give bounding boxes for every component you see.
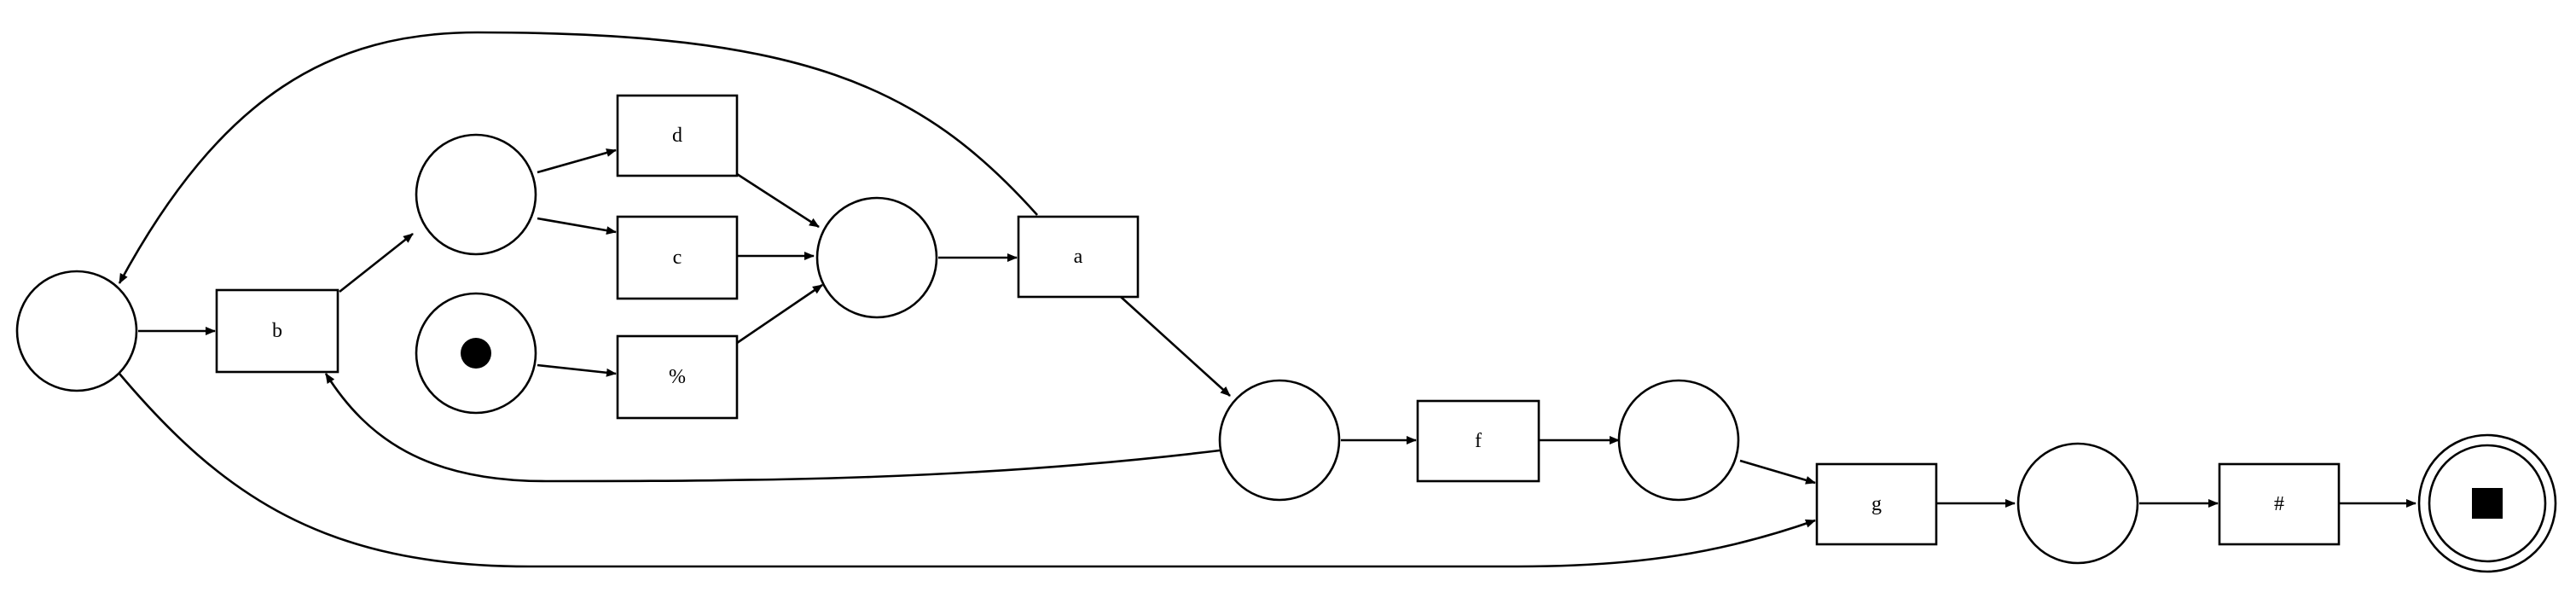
final-marking-square-icon: [2472, 488, 2503, 519]
transition-g-label: g: [1871, 493, 1882, 515]
place-after-g: [2016, 442, 2139, 565]
place-after-a: [1218, 379, 1341, 502]
place-start-loop: [15, 270, 138, 392]
transition-pct: %: [616, 334, 739, 420]
arcs: [118, 31, 2416, 568]
place-after-b: [415, 133, 537, 256]
transition-d: d: [616, 94, 739, 177]
places: [15, 133, 2557, 573]
arc-a-to-p-after-a: [1120, 296, 1231, 397]
transition-g: g: [1815, 462, 1938, 546]
arc-p-after-b-to-c: [537, 217, 617, 235]
transition-c-label: c: [673, 247, 682, 269]
arc-p-after-b-to-d: [537, 148, 617, 174]
arc-start-loop-to-g: [119, 373, 1816, 568]
place-final: [2417, 433, 2557, 573]
transition-c: c: [616, 215, 739, 300]
token-icon: [461, 338, 491, 369]
transitions: b d c % a f g #: [215, 94, 2341, 546]
arc-p-after-f-to-g: [1739, 459, 1816, 485]
transition-hash: #: [2218, 462, 2341, 546]
transition-b-label: b: [272, 320, 282, 342]
transition-pct-label: %: [669, 366, 686, 388]
place-join: [815, 196, 938, 319]
arc-initial-to-pct: [537, 363, 617, 377]
arc-a-to-start-loop: [118, 31, 1038, 284]
transition-b: b: [215, 288, 339, 374]
transition-a-label: a: [1074, 246, 1083, 268]
place-initial: [415, 292, 537, 415]
transition-hash-label: #: [2274, 493, 2284, 515]
arc-b-to-p-after-b: [339, 232, 414, 293]
transition-f: f: [1416, 399, 1540, 483]
transition-f-label: f: [1475, 430, 1482, 452]
arc-p-after-a-to-b: [324, 373, 1221, 483]
transition-a: a: [1017, 215, 1140, 299]
arc-d-to-join: [736, 172, 820, 229]
transition-d-label: d: [672, 125, 682, 147]
place-after-f: [1617, 379, 1740, 502]
arc-pct-to-join: [736, 283, 823, 345]
